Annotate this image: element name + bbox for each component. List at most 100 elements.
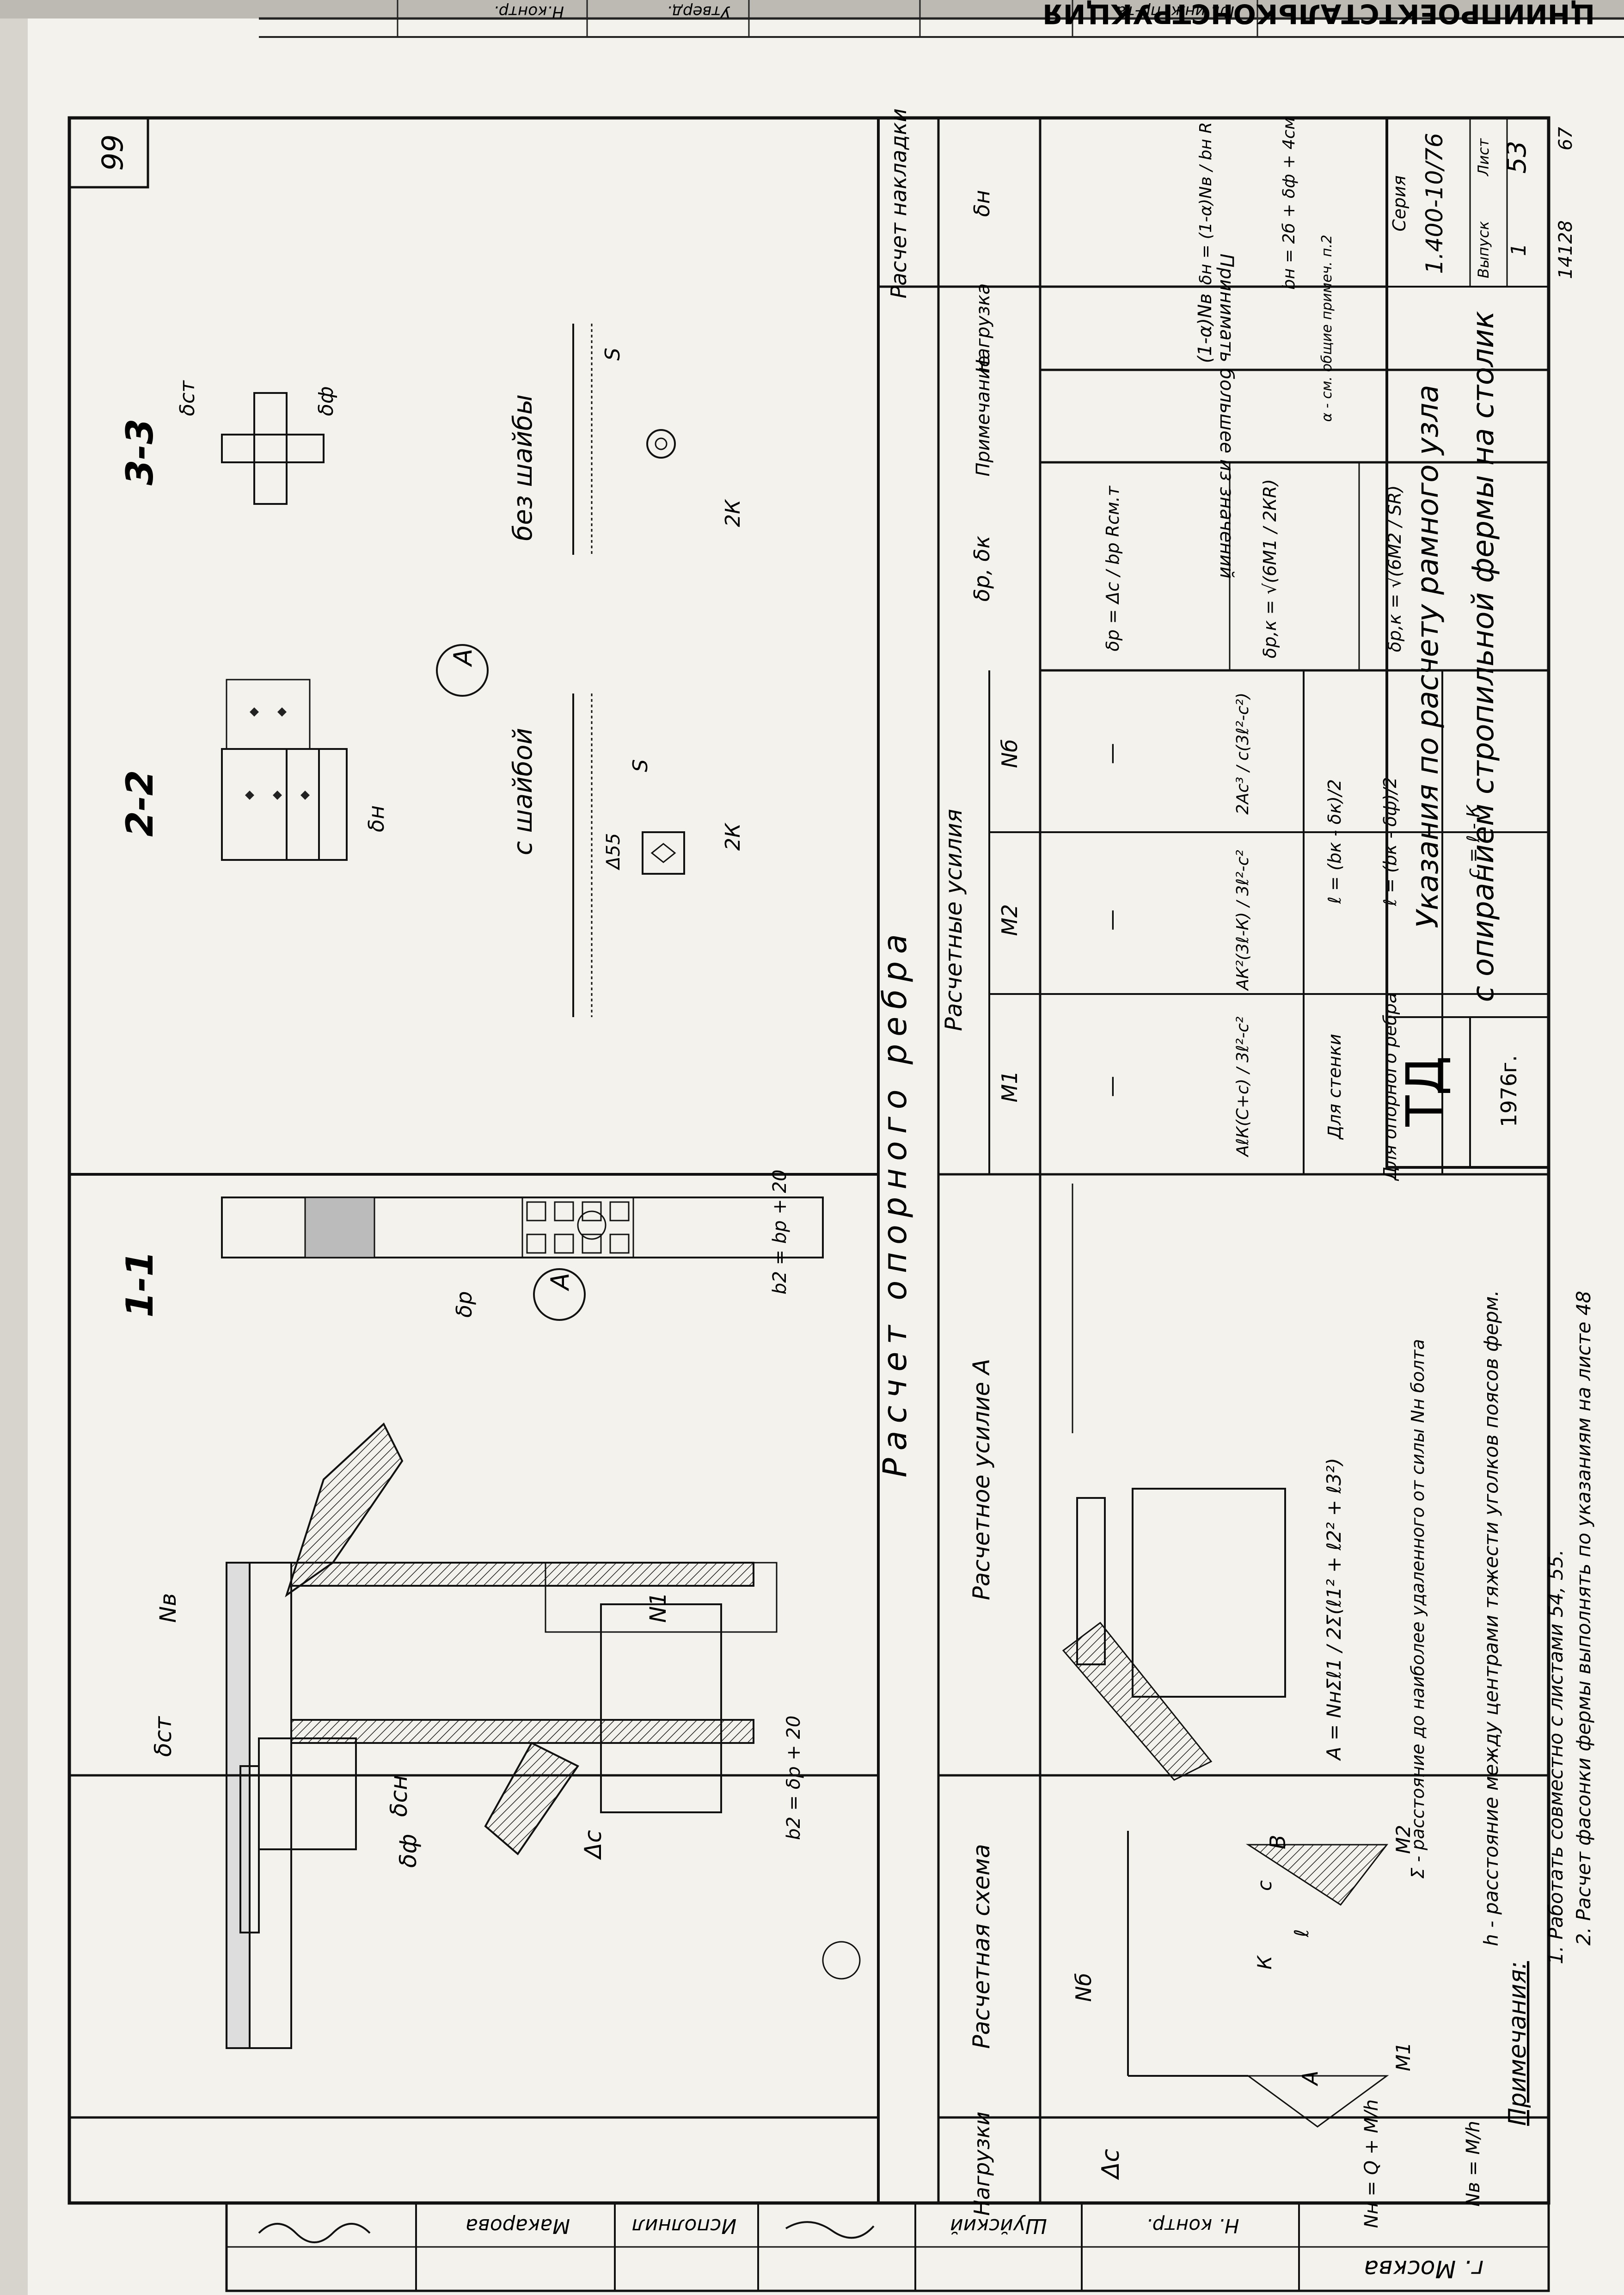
scheme-l: ℓ bbox=[1290, 1929, 1313, 1938]
detail-a: А с шайбой без шайбы 2К 2К S S Δ55 bbox=[436, 324, 745, 1017]
detail-marker-1: А bbox=[545, 1273, 575, 1291]
th-nb: Nб bbox=[997, 739, 1022, 768]
scheme-k: К bbox=[1253, 1955, 1276, 1970]
label-without-washer: без шайбы bbox=[508, 394, 538, 541]
th-loads: Нагрузки bbox=[969, 2111, 994, 2216]
title-line-1: Указания по расчету рамного узла bbox=[1411, 385, 1445, 928]
label-dst-33: δст bbox=[176, 380, 199, 416]
series-value: 1.400-10/76 bbox=[1421, 133, 1448, 274]
strip-role-nkontr: Н. контр. bbox=[1146, 2215, 1239, 2237]
scheme-a: А bbox=[1298, 2071, 1323, 2086]
sub-label-rib: Для опорного ребра bbox=[1380, 993, 1400, 1181]
left-edge-shadow bbox=[0, 0, 28, 2295]
issue-value: 1 bbox=[1507, 243, 1531, 256]
th-load: Нагрузка bbox=[973, 283, 994, 374]
detail-marker-2: А bbox=[448, 649, 478, 667]
order-number: 14128 bbox=[1555, 220, 1576, 279]
th-group-overlay: Расчет накладки bbox=[886, 108, 911, 298]
top-strip-label-3: Гл. инж. пр-та bbox=[1116, 2, 1234, 21]
load-dc: Δс bbox=[1097, 2149, 1125, 2180]
load-formula: (1-α)Nв bbox=[1195, 294, 1216, 363]
row2-m1: АℓК(С+с) / 3ℓ²-с² bbox=[1233, 1017, 1252, 1158]
scheme-m2: М2 bbox=[1392, 1825, 1415, 1854]
page-number-box: 66 bbox=[68, 117, 149, 189]
section-11-title: 1-1 bbox=[118, 1251, 161, 1318]
strip-role-ispolnil: Исполнил bbox=[632, 2214, 736, 2238]
note-text: Принимать большее из значений bbox=[1216, 253, 1237, 578]
dn-formula: δн = (1-α)Nв / bн R bbox=[1196, 122, 1215, 285]
sub-label-wall: Для стенки bbox=[1324, 1034, 1345, 1140]
th-m2: М2 bbox=[997, 904, 1022, 936]
section-22-title: 2-2 bbox=[118, 770, 161, 837]
th-dn: δн bbox=[969, 190, 994, 217]
strip-name-makarova: Макарова bbox=[466, 2214, 570, 2238]
dim-s-2: S bbox=[601, 348, 625, 361]
table-right: δр, δк Примечание Нагрузка δн Расчет нак… bbox=[878, 108, 1549, 670]
section-33-title: 3-3 bbox=[118, 418, 161, 485]
label-dn: δн bbox=[364, 805, 389, 832]
title-block: ТД 1976г. Указания по расчету рамного уз… bbox=[1385, 117, 1576, 1169]
th-forces: Расчетные усилия bbox=[940, 809, 967, 1031]
sheet-value: 53 bbox=[1502, 141, 1532, 173]
top-edge-shadow bbox=[0, 0, 1624, 18]
dp-formula: δр = Δс / bр Rсм.т bbox=[1103, 485, 1123, 651]
notes-title: Примечания: bbox=[1504, 1961, 1532, 2126]
order-page: 67 bbox=[1555, 127, 1576, 150]
page-number: 66 bbox=[95, 135, 129, 171]
section-3-3: 3-3 δст δф bbox=[118, 380, 338, 505]
row2-m2: АК²(3ℓ-К) / 3ℓ²-с² bbox=[1233, 850, 1252, 991]
label-n1: N1 bbox=[645, 1592, 671, 1623]
top-strip-label-1: Н.контр. bbox=[494, 2, 564, 21]
label-with-washer: с шайбой bbox=[508, 728, 538, 855]
label-b2-2: b2 = bр + 20 bbox=[769, 1170, 791, 1295]
left-strip: Макарова Исполнил Шуйский Н. контр. г. М… bbox=[225, 2202, 1550, 2292]
dim-gss: Δ55 bbox=[603, 833, 624, 871]
load-nb: Nв = M/h bbox=[1463, 2121, 1484, 2207]
scheme-nb: Nб bbox=[1071, 1973, 1096, 2002]
label-b2-1: b2 = δр + 20 bbox=[783, 1716, 804, 1841]
row2-nb: 2Ас³ / с(3ℓ²-с²) bbox=[1233, 693, 1252, 815]
scheme-m1: М1 bbox=[1392, 2042, 1415, 2071]
th-dp-dk: δр, δк bbox=[969, 536, 994, 602]
stamp-td: ТД bbox=[1395, 1055, 1454, 1127]
signature-2 bbox=[785, 2221, 875, 2239]
section-1-1: 1-1 А b2 = bр + 20 δр bbox=[118, 1170, 824, 1321]
row1-nb: — bbox=[1099, 743, 1124, 764]
strip-city: г. Москва bbox=[1364, 2255, 1484, 2283]
issue-label: Выпуск bbox=[1475, 221, 1492, 278]
section-2-2: 2-2 δн bbox=[118, 679, 389, 861]
load-nh: Nн = Q + M/h bbox=[1361, 2099, 1382, 2228]
formula-A: А = NнΣℓ1 / 2Σ(ℓ1² + ℓ2² + ℓ3²) bbox=[1323, 1458, 1345, 1761]
sub-formula-2: ℓ = (bк - δф)/2 bbox=[1380, 777, 1400, 906]
strip-name-shuisky: Шуйский bbox=[950, 2214, 1047, 2238]
top-strip-label-2: Утверд. bbox=[667, 2, 730, 21]
label-dg: Δс bbox=[580, 1830, 607, 1860]
title-line-2: с опиранием стропильной фермы на столик bbox=[1466, 311, 1501, 1002]
label-dsn: δсн bbox=[386, 1775, 412, 1817]
organization-name: ЦНИИПРОЕКТСТАЛЬКОНСТРУКЦИЯ bbox=[1042, 0, 1595, 30]
sheet-label: Лист bbox=[1475, 138, 1492, 176]
load-note: α - см. общие примеч. п.2 bbox=[1319, 235, 1335, 422]
note-1: 1. Работать совместно с листами 54, 55. bbox=[1544, 1549, 1567, 1964]
label-nb: Nв bbox=[155, 1593, 181, 1623]
table-mid: Расчетные усилия М1 М2 Nб — — — АℓК(С+с)… bbox=[940, 669, 1549, 1181]
sub-formula-1: ℓ = (bк - δк)/2 bbox=[1324, 779, 1345, 904]
table-left: Нагрузки Расчетная схема Расчетное усили… bbox=[69, 118, 1549, 2228]
dim-2k-1: 2К bbox=[721, 822, 745, 851]
th-note: Примечание bbox=[973, 356, 994, 476]
th-m1: М1 bbox=[997, 1071, 1022, 1103]
notes: h - расстояние между центрами тяжести уг… bbox=[1480, 1290, 1595, 2126]
series-label: Серия bbox=[1389, 175, 1410, 232]
label-dst: δст bbox=[150, 1716, 177, 1757]
th-force-A: Расчетное усилие А bbox=[968, 1359, 995, 1601]
scheme-c: с bbox=[1253, 1880, 1276, 1891]
node-elevation: δст δсн δф Δс N1 Nв b2 = δр + 20 bbox=[150, 1422, 861, 2049]
scheme-b: В bbox=[1265, 1835, 1290, 1849]
dim-s-1: S bbox=[629, 759, 652, 772]
note-z: Σ - расстояние до наиболее удаленного от… bbox=[1408, 1339, 1428, 1879]
dim-2k-2: 2К bbox=[721, 499, 745, 527]
dpk-formula-1: δр,к = √(6М1 / 2КR) bbox=[1260, 479, 1280, 658]
signature-1 bbox=[258, 2223, 371, 2243]
